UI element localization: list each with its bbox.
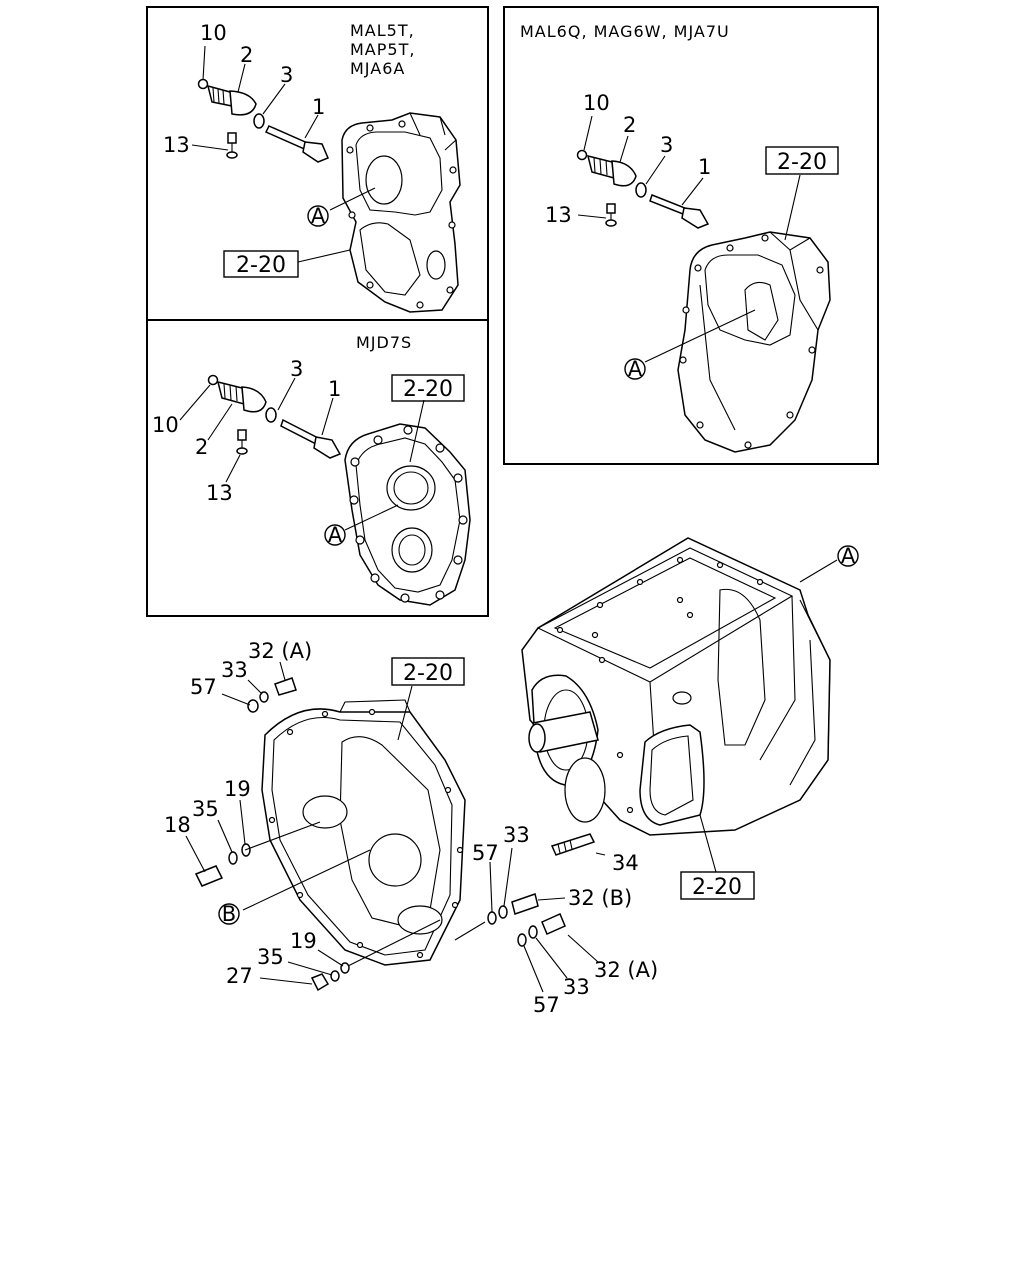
callout-a-circle bbox=[837, 545, 859, 567]
callout-a-label: A bbox=[841, 544, 856, 568]
label-32a-low: 32 (A) bbox=[594, 958, 658, 982]
label-35-upper: 35 bbox=[192, 797, 219, 821]
ref-box-tr bbox=[765, 146, 839, 175]
ref-label-case: 2-20 bbox=[692, 875, 742, 900]
label-19-upper: 19 bbox=[224, 777, 251, 801]
ref-label-bellhousing: 2-20 bbox=[403, 661, 453, 686]
label-33-top: 33 bbox=[221, 658, 248, 682]
ref-label-ml: 2-20 bbox=[403, 377, 453, 402]
panel-top-right: MAL6Q, MAG6W, MJA7U bbox=[520, 22, 839, 453]
part-3-label: 3 bbox=[660, 133, 673, 157]
part-10-label: 10 bbox=[583, 91, 610, 115]
label-18: 18 bbox=[164, 813, 191, 837]
part-3-label: 3 bbox=[290, 357, 303, 381]
model-line-1: MAL5T, bbox=[350, 21, 415, 40]
panel-top-left: MAL5T, MAP5T, MJA6A bbox=[163, 21, 461, 313]
cover-housing-tl bbox=[341, 112, 461, 313]
part-2-label: 2 bbox=[623, 113, 636, 137]
part-1-label: 1 bbox=[312, 95, 325, 119]
label-32a-top: 32 (A) bbox=[248, 639, 312, 663]
callout-b-label: B bbox=[222, 902, 236, 926]
label-19-lower: 19 bbox=[290, 929, 317, 953]
callout-a-circle bbox=[324, 524, 346, 546]
part-2-label: 2 bbox=[195, 435, 208, 459]
label-57-mid: 57 bbox=[472, 841, 499, 865]
part-3-label: 3 bbox=[280, 63, 293, 87]
part-10-label: 10 bbox=[200, 21, 227, 45]
model-line-3: MJA6A bbox=[350, 59, 405, 78]
model-line: MJD7S bbox=[356, 333, 412, 352]
transmission-case bbox=[521, 537, 831, 836]
label-35-lower: 35 bbox=[257, 945, 284, 969]
bell-housing bbox=[261, 699, 466, 966]
switch-assembly-tr bbox=[576, 149, 710, 229]
callout-a-label: A bbox=[311, 204, 326, 228]
cover-housing-tr bbox=[677, 231, 831, 453]
label-34: 34 bbox=[612, 851, 639, 875]
callout-a-label: A bbox=[328, 523, 343, 547]
part-13-label: 13 bbox=[206, 481, 233, 505]
panel-frame-mid-left bbox=[146, 319, 489, 617]
part-13-label: 13 bbox=[545, 203, 572, 227]
label-33-mid: 33 bbox=[503, 823, 530, 847]
ref-box-case bbox=[680, 871, 755, 900]
model-line-2: MAP5T, bbox=[350, 40, 415, 59]
panel-mid-left: MJD7S bbox=[152, 333, 471, 606]
callout-a-circle bbox=[307, 205, 329, 227]
switch-assembly-tl bbox=[197, 78, 329, 163]
label-27: 27 bbox=[226, 964, 253, 988]
callout-b-circle bbox=[218, 903, 240, 925]
part-13-label: 13 bbox=[163, 133, 190, 157]
ref-box-bellhousing bbox=[391, 657, 465, 686]
label-57-top: 57 bbox=[190, 675, 217, 699]
cover-housing-ml bbox=[344, 423, 471, 606]
switch-assembly-ml bbox=[207, 374, 342, 459]
ref-box-ml bbox=[391, 374, 465, 402]
ref-label-tr: 2-20 bbox=[777, 150, 827, 175]
label-33-low: 33 bbox=[563, 975, 590, 999]
part-10-label: 10 bbox=[152, 413, 179, 437]
callout-a-circle bbox=[624, 358, 646, 380]
part-1-label: 1 bbox=[698, 155, 711, 179]
part-2-label: 2 bbox=[240, 43, 253, 67]
label-32b: 32 (B) bbox=[568, 886, 632, 910]
ref-box-tl bbox=[223, 250, 299, 278]
part-1-label: 1 bbox=[328, 377, 341, 401]
ref-label-tl: 2-20 bbox=[236, 253, 286, 278]
panel-frame-top-right bbox=[503, 6, 879, 465]
model-line: MAL6Q, MAG6W, MJA7U bbox=[520, 22, 730, 41]
main-assembly: 32 (A) 33 57 19 35 18 19 35 27 57 33 32 … bbox=[164, 537, 859, 1017]
callout-a-label: A bbox=[628, 357, 643, 381]
label-57-low: 57 bbox=[533, 993, 560, 1017]
